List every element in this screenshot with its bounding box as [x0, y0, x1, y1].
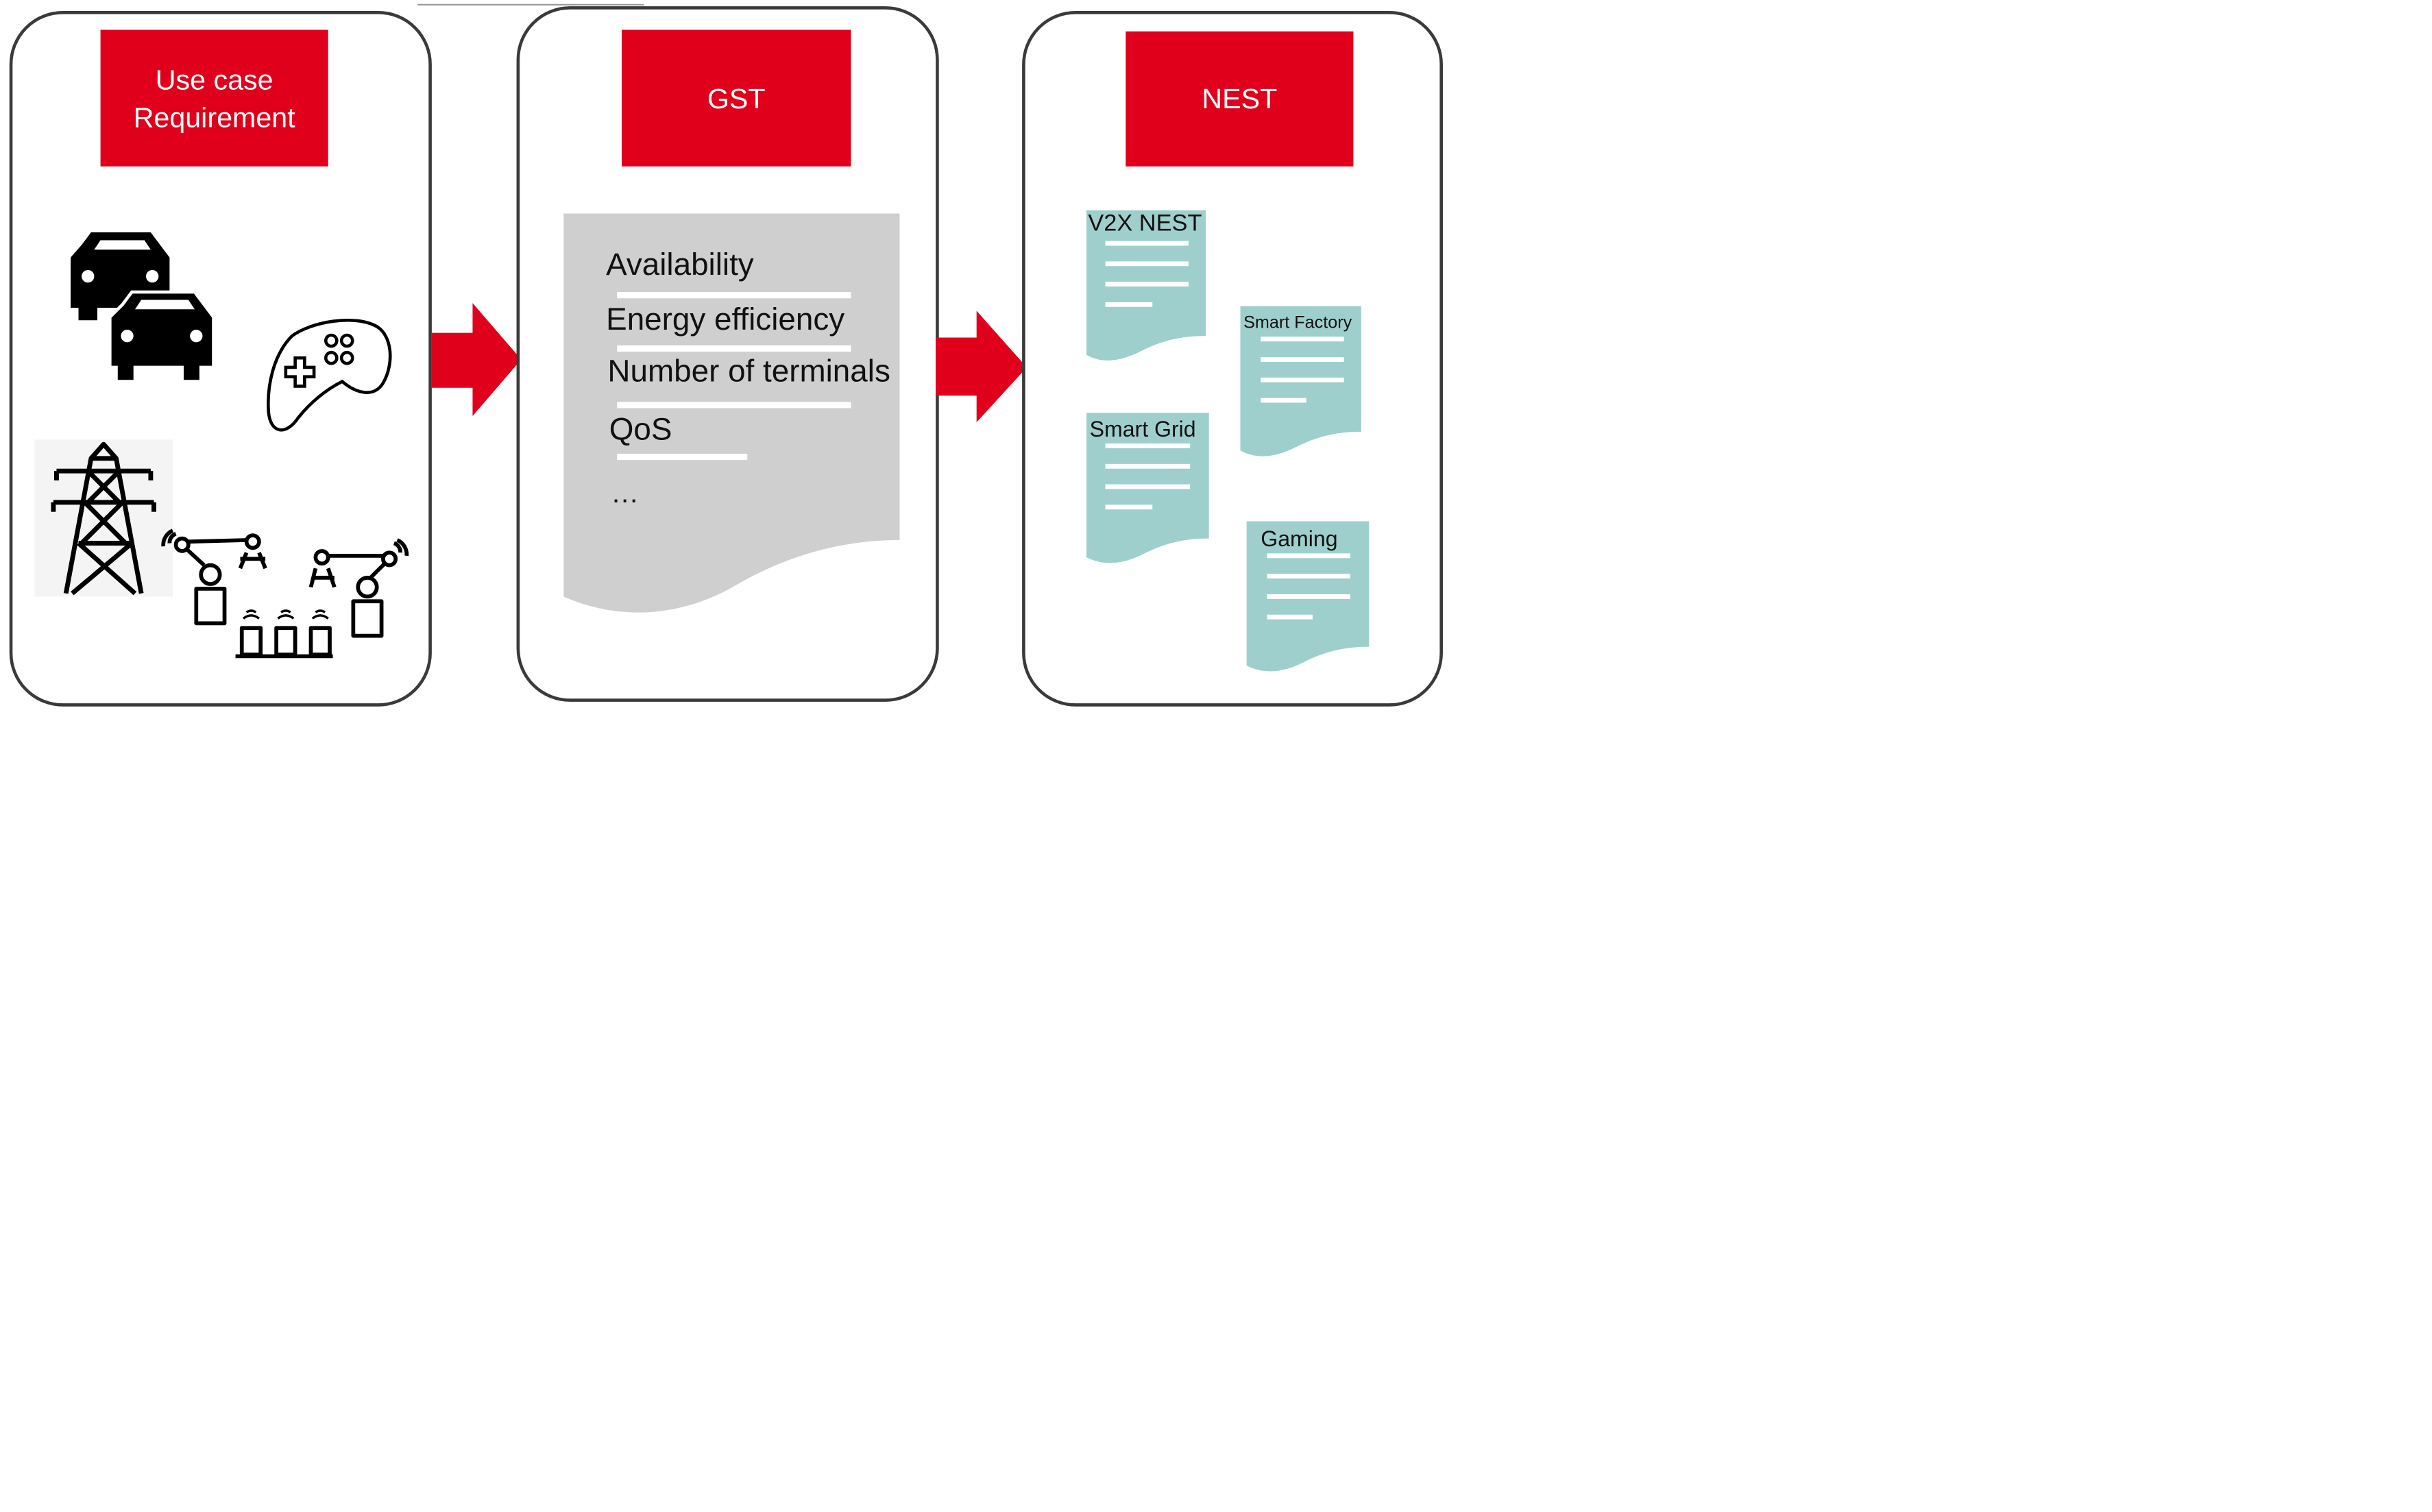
doc-v2x-nest [1086, 210, 1206, 361]
gst-item-qos: QoS [609, 413, 672, 448]
gst-item-energy-efficiency: Energy efficiency [606, 303, 845, 338]
gst-item-number-of-terminals: Number of terminals [607, 354, 890, 390]
nest-header: NEST [1126, 31, 1354, 167]
gst-header: GST [622, 29, 851, 167]
use-case-header: Use case Requirement [100, 29, 328, 167]
gst-header-label: GST [707, 82, 766, 114]
doc-smart-grid [1086, 413, 1209, 563]
use-case-header-label: Use case Requirement [133, 63, 295, 133]
nest-header-label: NEST [1202, 83, 1278, 115]
doc-label-v2x-nest: V2X NEST [1088, 210, 1202, 237]
gst-item-ellipsis: … [611, 477, 640, 509]
doc-label-smart-factory: Smart Factory [1243, 314, 1352, 333]
doc-label-gaming: Gaming [1261, 526, 1338, 551]
doc-smart-factory [1240, 306, 1361, 456]
doc-label-smart-grid: Smart Grid [1089, 415, 1196, 441]
doc-gaming [1246, 521, 1370, 672]
gst-item-availability: Availability [606, 247, 754, 283]
